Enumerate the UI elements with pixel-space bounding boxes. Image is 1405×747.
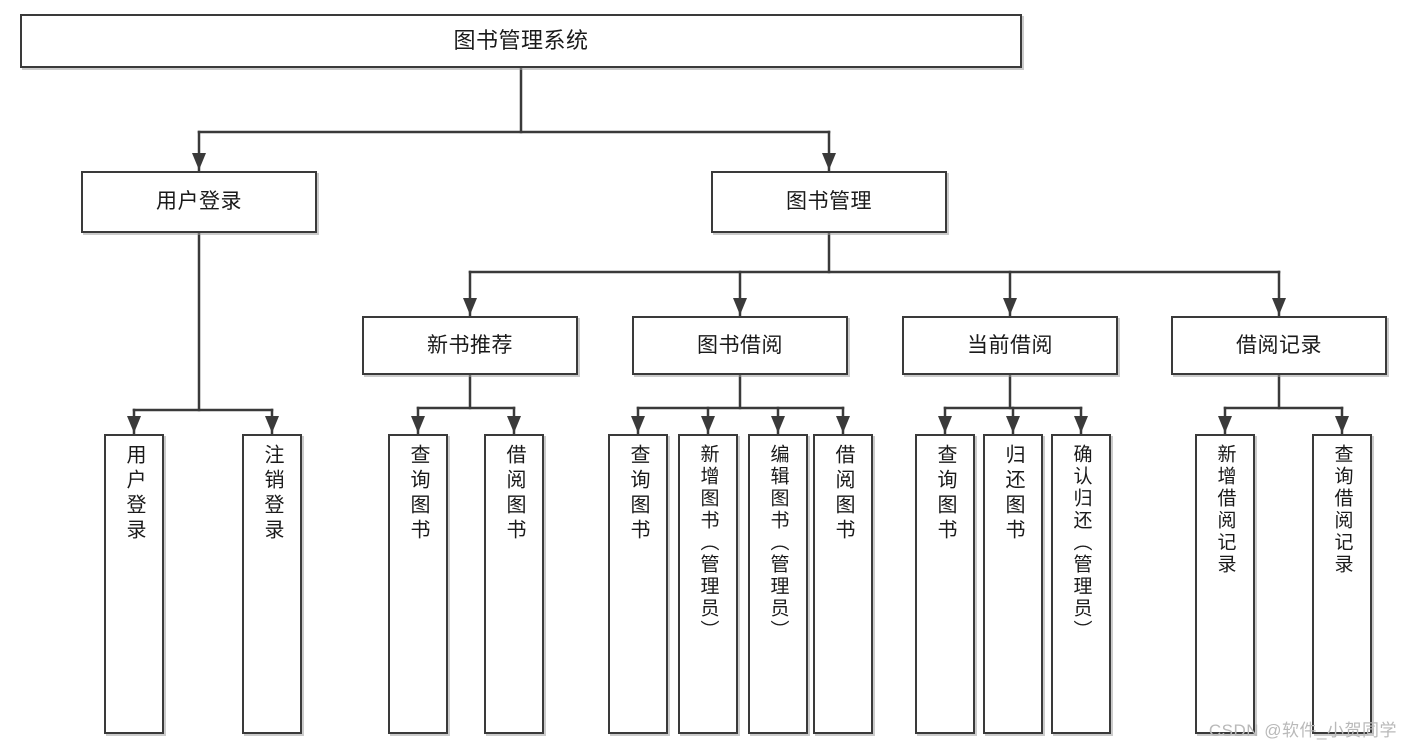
- node-book-manage-label: 图书管理: [786, 190, 872, 214]
- watermark: CSDN @软件_小贺同学: [1208, 721, 1397, 740]
- node-loan-record[interactable]: 借阅记录: [1171, 316, 1387, 375]
- leaf-add-loan-record[interactable]: 新增借阅记录: [1195, 434, 1255, 734]
- leaf-borrow-book-label: 借阅图书: [832, 444, 854, 544]
- node-loan-record-label: 借阅记录: [1236, 333, 1322, 357]
- leaf-user-login-label: 用户登录: [123, 444, 145, 544]
- leaf-confirm-return-admin-label: 确认归还（管理员）: [1070, 444, 1092, 642]
- leaf-borrow-book[interactable]: 借阅图书: [813, 434, 873, 734]
- node-book-borrow[interactable]: 图书借阅: [632, 316, 848, 375]
- node-root[interactable]: 图书管理系统: [20, 14, 1022, 68]
- leaf-recommend-query-book-label: 查询图书: [407, 444, 429, 544]
- leaf-recommend-borrow-book-label: 借阅图书: [503, 444, 525, 544]
- leaf-borrow-query-book[interactable]: 查询图书: [608, 434, 668, 734]
- leaf-add-loan-record-label: 新增借阅记录: [1214, 444, 1236, 576]
- leaf-recommend-borrow-book[interactable]: 借阅图书: [484, 434, 544, 734]
- node-book-borrow-label: 图书借阅: [697, 333, 783, 357]
- node-new-book-recommend[interactable]: 新书推荐: [362, 316, 578, 375]
- node-book-manage[interactable]: 图书管理: [711, 171, 947, 233]
- node-root-label: 图书管理系统: [453, 27, 589, 53]
- leaf-edit-book-admin-label: 编辑图书（管理员）: [767, 444, 789, 642]
- leaf-user-login[interactable]: 用户登录: [104, 434, 164, 734]
- node-current-loan[interactable]: 当前借阅: [902, 316, 1118, 375]
- leaf-user-logout[interactable]: 注销登录: [242, 434, 302, 734]
- leaf-add-book-admin-label: 新增图书（管理员）: [697, 444, 719, 642]
- leaf-current-query-book[interactable]: 查询图书: [915, 434, 975, 734]
- leaf-edit-book-admin[interactable]: 编辑图书（管理员）: [748, 434, 808, 734]
- node-current-loan-label: 当前借阅: [967, 333, 1053, 357]
- node-user-login-label: 用户登录: [156, 190, 242, 214]
- leaf-recommend-query-book[interactable]: 查询图书: [388, 434, 448, 734]
- leaf-confirm-return-admin[interactable]: 确认归还（管理员）: [1051, 434, 1111, 734]
- leaf-query-loan-record-label: 查询借阅记录: [1331, 444, 1353, 576]
- leaf-query-loan-record[interactable]: 查询借阅记录: [1312, 434, 1372, 734]
- leaf-current-query-book-label: 查询图书: [934, 444, 956, 544]
- leaf-add-book-admin[interactable]: 新增图书（管理员）: [678, 434, 738, 734]
- leaf-return-book-label: 归还图书: [1002, 444, 1024, 544]
- node-user-login[interactable]: 用户登录: [81, 171, 317, 233]
- leaf-return-book[interactable]: 归还图书: [983, 434, 1043, 734]
- node-new-book-recommend-label: 新书推荐: [427, 333, 513, 357]
- leaf-user-logout-label: 注销登录: [261, 444, 283, 544]
- leaf-borrow-query-book-label: 查询图书: [627, 444, 649, 544]
